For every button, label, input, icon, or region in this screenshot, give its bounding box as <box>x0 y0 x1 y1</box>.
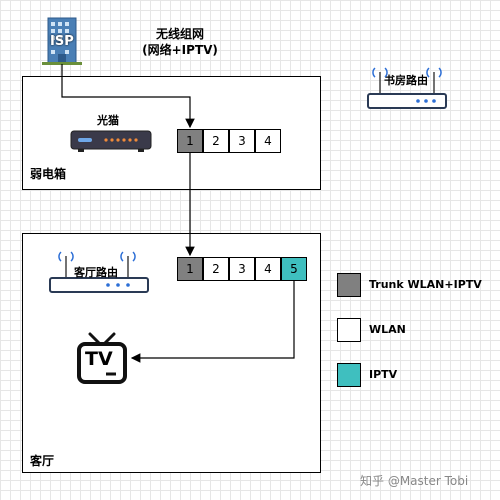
living-port-1: 1 <box>177 257 203 281</box>
legend-iptv-swatch <box>337 363 361 387</box>
tv-label: TV <box>85 348 113 370</box>
isp-to-weak-port-line <box>61 64 195 129</box>
isp-label: ISP <box>50 34 74 49</box>
study-router-icon <box>366 58 448 116</box>
living-router-icon <box>48 242 150 300</box>
weak-current-box-label: 弱电箱 <box>30 167 67 181</box>
modem-icon <box>70 129 152 153</box>
legend-wlan-label: WLAN <box>369 323 406 336</box>
living-router-label: 客厅路由 <box>74 266 118 279</box>
watermark: 知乎 @Master Tobi <box>360 474 469 488</box>
living-port-4: 4 <box>255 257 281 281</box>
living-port-2: 2 <box>203 257 229 281</box>
legend-wlan-swatch <box>337 318 361 342</box>
weak-port-1: 1 <box>177 129 203 153</box>
study-router-label: 书房路由 <box>384 74 428 87</box>
weak-port-2: 2 <box>203 129 229 153</box>
weak-port-3: 3 <box>229 129 255 153</box>
legend-trunk-swatch <box>337 273 361 297</box>
isp-building-icon <box>40 14 84 66</box>
living-port-5: 5 <box>281 257 307 281</box>
living-room-box-label: 客厅 <box>30 454 55 468</box>
title-line-2: (网络+IPTV) <box>142 43 218 57</box>
modem-label: 光猫 <box>97 114 119 127</box>
weak-port-4: 4 <box>255 129 281 153</box>
living-port-3: 3 <box>229 257 255 281</box>
iptv-to-tv-line <box>130 281 295 363</box>
title-line-1: 无线组网 <box>155 27 204 41</box>
diagram-title: 无线组网 (网络+IPTV) <box>120 26 240 58</box>
tv-icon <box>76 332 128 386</box>
legend-trunk-label: Trunk WLAN+IPTV <box>369 278 482 291</box>
legend-iptv-label: IPTV <box>369 368 398 381</box>
